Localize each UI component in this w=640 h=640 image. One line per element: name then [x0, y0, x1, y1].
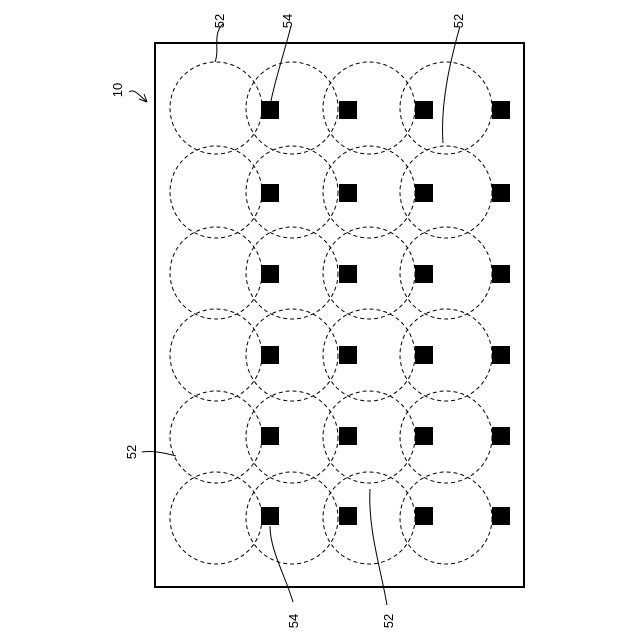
- element-square: [339, 346, 357, 364]
- element-square: [339, 265, 357, 283]
- element-square: [339, 184, 357, 202]
- element-square: [261, 101, 279, 119]
- element-square: [415, 507, 433, 525]
- coverage-area-circle: [400, 62, 492, 154]
- label-52-top-right: 52: [451, 14, 466, 28]
- coverage-area-circle: [246, 146, 338, 238]
- pointer-arrow-10: [129, 91, 147, 102]
- label-52-bottom: 52: [381, 614, 396, 628]
- coverage-area-circle: [323, 146, 415, 238]
- element-square: [261, 427, 279, 445]
- label-52-left: 52: [124, 445, 139, 459]
- label-54-bottom: 54: [286, 614, 301, 628]
- element-square: [492, 346, 510, 364]
- element-square: [415, 346, 433, 364]
- element-square: [339, 427, 357, 445]
- coverage-area-circle: [323, 391, 415, 483]
- coverage-area-circle: [246, 472, 338, 564]
- leader-line-52-left: [142, 451, 176, 456]
- coverage-area-circle: [246, 62, 338, 154]
- label-54-top: 54: [280, 14, 295, 28]
- element-square: [415, 265, 433, 283]
- coverage-area-circle: [170, 146, 262, 238]
- label-52-top: 52: [212, 14, 227, 28]
- coverage-area-circle: [400, 227, 492, 319]
- coverage-area-circle: [246, 227, 338, 319]
- coverage-area-circle: [400, 472, 492, 564]
- coverage-area-circle: [170, 62, 262, 154]
- element-square: [415, 427, 433, 445]
- coverage-area-circle: [323, 472, 415, 564]
- coverage-area-circle: [323, 227, 415, 319]
- coverage-area-circle: [170, 472, 262, 564]
- element-square: [261, 507, 279, 525]
- element-square: [492, 184, 510, 202]
- coverage-area-circle: [400, 391, 492, 483]
- element-group: [261, 101, 510, 525]
- element-square: [339, 507, 357, 525]
- element-square: [261, 184, 279, 202]
- coverage-area-circle: [323, 309, 415, 401]
- coverage-area-circle: [170, 227, 262, 319]
- element-square: [492, 427, 510, 445]
- element-square: [339, 101, 357, 119]
- coverage-area-circle: [246, 309, 338, 401]
- coverage-area-group: [170, 62, 492, 564]
- element-square: [261, 265, 279, 283]
- element-square: [261, 346, 279, 364]
- leader-line-54-bottom: [270, 526, 293, 602]
- label-10-device: 10: [110, 83, 125, 97]
- coverage-area-circle: [400, 309, 492, 401]
- leader-line-54-top: [271, 26, 291, 101]
- element-square: [492, 507, 510, 525]
- element-square: [415, 184, 433, 202]
- coverage-area-circle: [170, 391, 262, 483]
- coverage-area-circle: [246, 391, 338, 483]
- coverage-area-circle: [170, 309, 262, 401]
- element-square: [492, 265, 510, 283]
- coverage-area-circle: [400, 146, 492, 238]
- coverage-area-circle: [323, 62, 415, 154]
- element-square: [492, 101, 510, 119]
- element-square: [415, 101, 433, 119]
